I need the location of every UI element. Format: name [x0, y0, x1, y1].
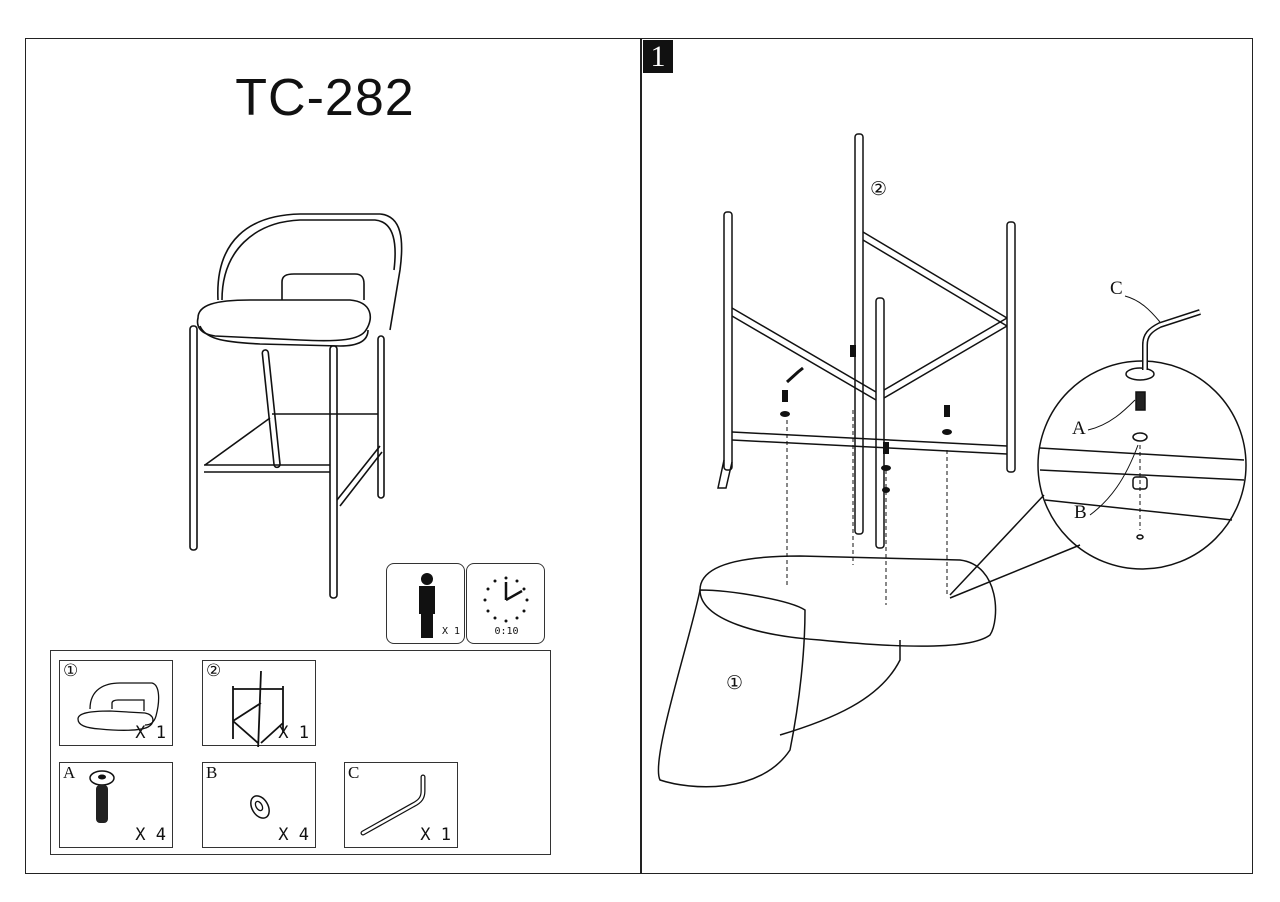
part-allen-key: C X 1 [344, 762, 458, 848]
part-qty: X 4 [135, 825, 166, 845]
part-bolt: A X 4 [59, 762, 173, 848]
seat-part-icon [77, 682, 160, 731]
page-divider [640, 38, 642, 874]
seat-callout: ① [726, 673, 744, 694]
part-qty: X 1 [135, 723, 166, 743]
part-key: ② [206, 661, 222, 680]
step-number: 1 [643, 40, 673, 73]
part-qty: X 1 [278, 723, 309, 743]
allen-key-icon [360, 774, 426, 836]
part-key: C [348, 763, 360, 782]
part-key: B [206, 763, 218, 782]
chair-illustration [189, 213, 403, 599]
person-icon [419, 573, 435, 638]
parts-list: ① X 1 ② X 1 A X 4 B X 4 C X 1 [50, 650, 551, 855]
page-frame [25, 38, 1253, 874]
washer-icon [250, 795, 270, 819]
part-seat: ① X 1 [59, 660, 173, 746]
part-qty: X 1 [420, 825, 451, 845]
part-qty: X 4 [278, 825, 309, 845]
frame-part-icon [232, 670, 284, 747]
clock-icon [483, 576, 529, 623]
frame-callout: ② [870, 179, 888, 200]
model-title: TC-282 [235, 69, 415, 127]
assembly-people-icon-box: X 1 [386, 563, 465, 644]
bolt-callout: A [1072, 418, 1086, 439]
people-count: X 1 [441, 626, 460, 637]
part-key: A [63, 763, 76, 782]
part-key: ① [63, 661, 79, 680]
part-frame: ② X 1 [202, 660, 316, 747]
assembly-time-icon-box: 0:10 [466, 563, 545, 644]
bolt-icon [89, 770, 115, 823]
washer-callout: B [1074, 502, 1087, 523]
part-washer: B X 4 [202, 762, 316, 848]
assembly-time: 0:10 [494, 626, 519, 637]
allen-key-callout: C [1110, 278, 1123, 299]
